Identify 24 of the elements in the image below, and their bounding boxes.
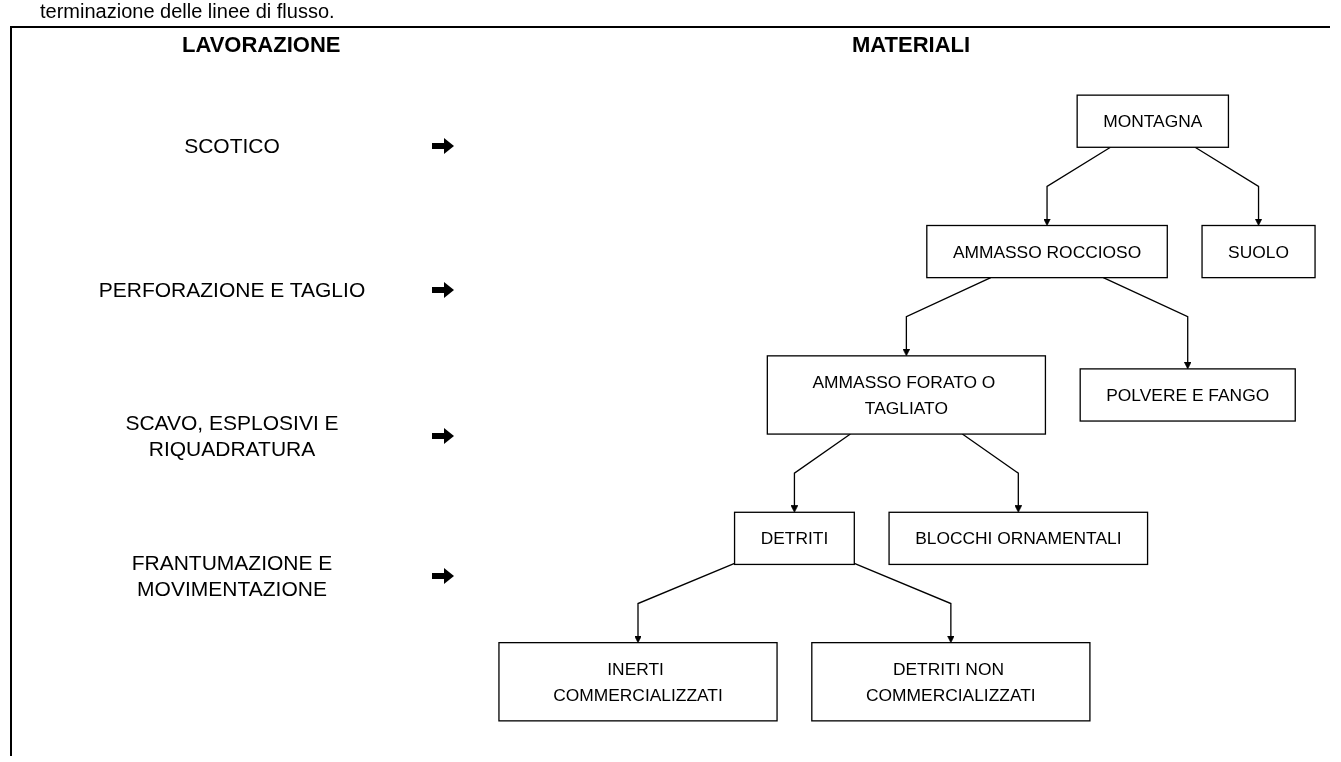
arrow <box>961 433 1023 513</box>
arrow <box>1194 146 1263 226</box>
arrow <box>1043 146 1112 226</box>
arrow <box>902 277 992 357</box>
stage-label: PERFORAZIONE E TAGLIO <box>97 277 367 303</box>
node-box: MONTAGNA <box>1076 94 1230 148</box>
stage-label: SCOTICO <box>183 133 281 159</box>
arrow <box>853 562 955 643</box>
node-box: SUOLO <box>1201 224 1316 279</box>
column-heading: LAVORAZIONE <box>182 32 341 58</box>
arrow <box>1102 277 1192 370</box>
node-box: AMMASSO FORATO O TAGLIATO <box>766 355 1047 435</box>
note-text: terminazione delle linee di flusso. <box>40 0 335 22</box>
arrow <box>790 433 852 513</box>
node-box: BLOCCHI ORNAMENTALI <box>888 511 1149 566</box>
node-box: DETRITI <box>733 511 855 566</box>
node-box: DETRITI NON COMMERCIALIZZATI <box>811 642 1091 722</box>
stage-label: FRANTUMAZIONE E MOVIMENTAZIONE <box>130 550 334 602</box>
arrow <box>634 562 736 643</box>
stage-label: SCAVO, ESPLOSIVI E RIQUADRATURA <box>124 410 340 462</box>
node-box: AMMASSO ROCCIOSO <box>926 224 1168 279</box>
node-box: POLVERE E FANGO <box>1079 368 1296 422</box>
column-heading: MATERIALI <box>852 32 971 58</box>
node-box: INERTI COMMERCIALIZZATI <box>498 642 778 722</box>
